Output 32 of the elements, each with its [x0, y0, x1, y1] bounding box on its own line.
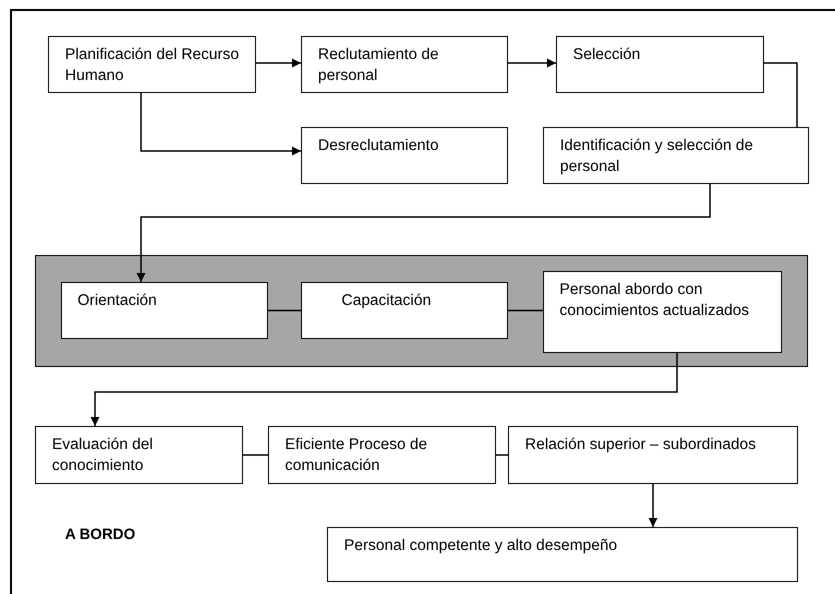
box-text: Selección	[573, 45, 642, 65]
connector-arrow	[136, 184, 711, 282]
box-text: Identificación y selección de personal	[560, 136, 754, 177]
process-box	[543, 127, 809, 184]
connector-arrow	[508, 58, 556, 68]
process-box	[327, 527, 798, 582]
process-box	[300, 282, 508, 338]
box-text: Eficiente Proceso de comunicación	[285, 435, 428, 476]
process-box	[508, 426, 798, 484]
process-box	[301, 127, 508, 184]
box-text: Evaluación del conocimiento	[52, 435, 154, 476]
process-box	[35, 426, 243, 484]
connector-arrow	[648, 484, 658, 527]
box-text: Planificación del Recurso Humano	[65, 45, 240, 86]
connector-arrow	[256, 58, 301, 68]
connector-arrow	[140, 93, 301, 156]
process-box	[60, 282, 268, 338]
process-box	[48, 36, 256, 93]
box-text: Capacitación	[342, 290, 432, 310]
group-band	[35, 255, 808, 367]
box-text: Relación superior – subordinados	[525, 435, 757, 455]
process-box	[301, 36, 508, 93]
box-text: Personal competente y alto desempeño	[344, 536, 618, 556]
box-text: Reclutamiento de personal	[318, 45, 440, 86]
connector-arrow	[90, 353, 678, 426]
process-box	[542, 270, 782, 352]
process-box	[556, 36, 764, 93]
process-box	[268, 426, 496, 484]
box-text: Personal abordo con conocimientos actualizados	[560, 280, 750, 320]
box-text: Desreclutamiento	[318, 136, 440, 156]
note-label: A BORDO	[65, 526, 136, 543]
box-text: Orientación	[78, 290, 158, 310]
